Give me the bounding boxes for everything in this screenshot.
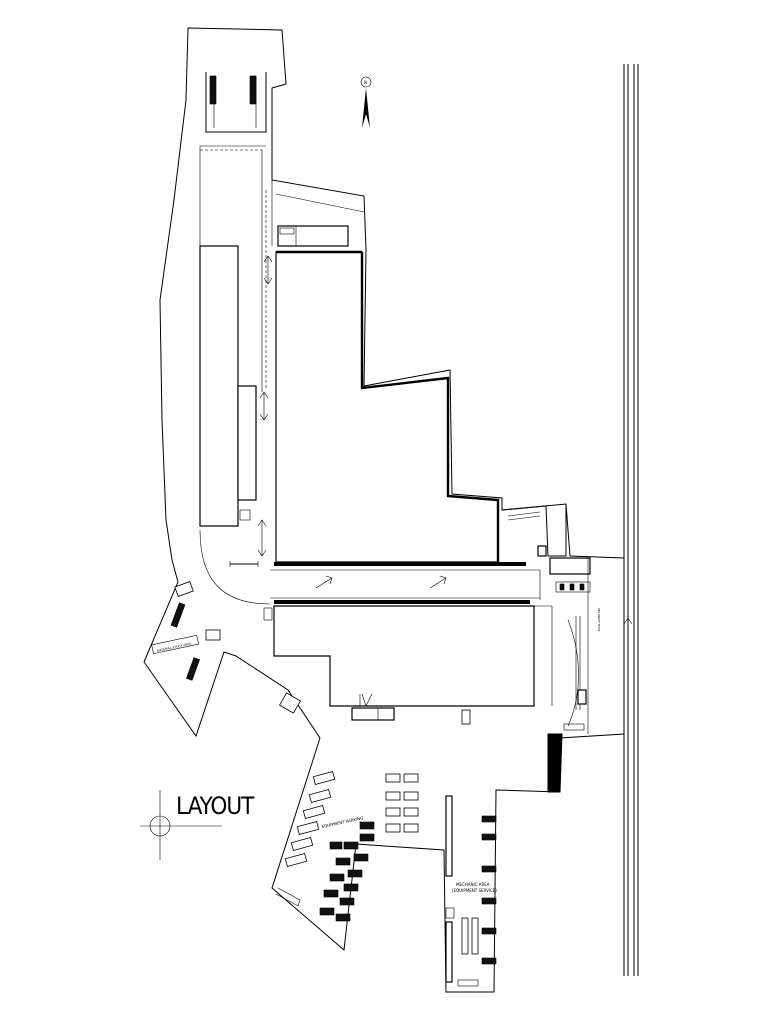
east-annex — [461, 504, 591, 793]
mechanic-area: MECHANIC AREA (EQUIPMENT SERVICE) — [445, 795, 497, 987]
mechanic-area-label: MECHANIC AREA — [456, 882, 490, 887]
site-boundary — [143, 27, 625, 993]
gate-vehicle-right — [249, 75, 257, 105]
north-gate-area — [200, 72, 267, 151]
west-warehouse — [199, 245, 257, 527]
north-office-strip — [277, 225, 349, 247]
layout-title-block: LAYOUT — [140, 790, 256, 860]
layout-title: LAYOUT — [176, 792, 255, 820]
main-plant-south — [263, 605, 553, 721]
east-gate-house: SECURITY POST — [587, 558, 633, 734]
north-arrow: N — [360, 76, 372, 128]
west-stock-yard: MATERIAL STOCK AREA — [151, 581, 301, 714]
stockyard-label: MATERIAL STOCK AREA — [157, 641, 193, 652]
central-road — [270, 569, 540, 604]
main-plant-north — [274, 250, 526, 566]
gate-vehicle-left — [209, 75, 217, 105]
north-arrow-label: N — [364, 80, 367, 85]
equipment-parking-label: EQUIPMENT PARKING — [321, 815, 364, 829]
equipment-parking: EQUIPMENT PARKING — [275, 771, 419, 922]
svg-text:SECURITY POST: SECURITY POST — [597, 608, 601, 632]
highway — [623, 64, 639, 976]
mechanic-area-sublabel: (EQUIPMENT SERVICE) — [452, 888, 497, 893]
